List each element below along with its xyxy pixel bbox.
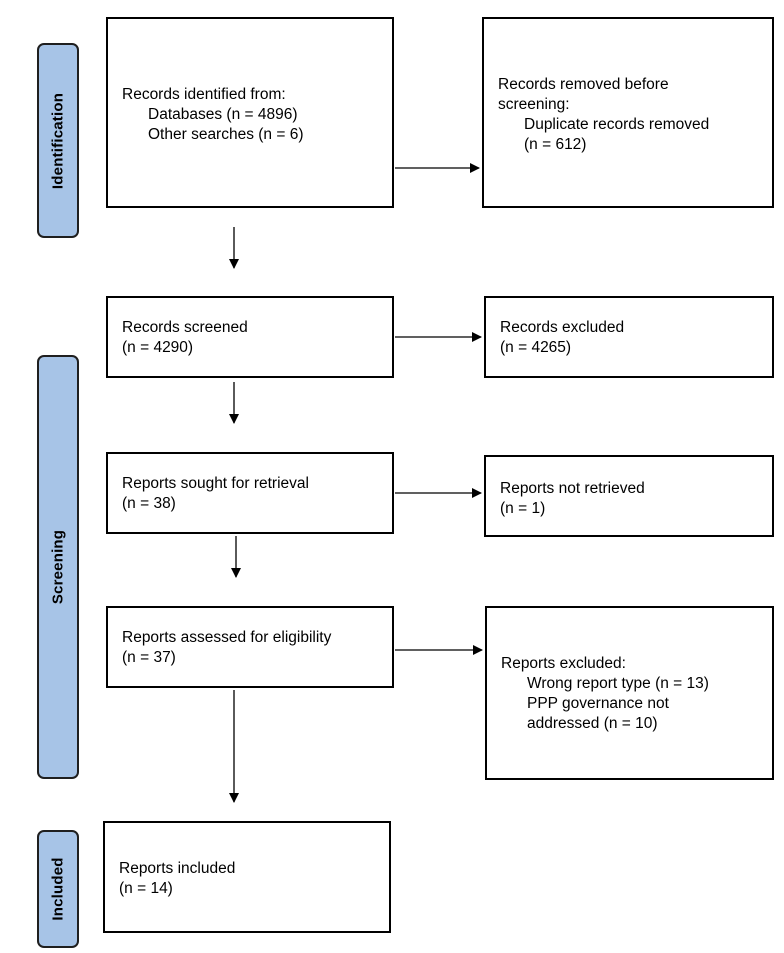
reports-excluded-title: Reports excluded: xyxy=(501,655,626,672)
records-screened-box: Records screened (n = 4290) xyxy=(106,296,394,378)
reports-sought-count: (n = 38) xyxy=(122,495,176,512)
reports-assessed-title: Reports assessed for eligibility xyxy=(122,629,332,646)
phase-included: Included xyxy=(37,830,79,948)
reports-not-retrieved-title: Reports not retrieved xyxy=(500,480,645,497)
reports-excluded-reason-2-line-1: PPP governance not xyxy=(527,695,669,712)
records-excluded-box: Records excluded (n = 4265) xyxy=(484,296,774,378)
phase-screening: Screening xyxy=(37,355,79,779)
records-identified-box: Records identified from: Databases (n = … xyxy=(106,17,394,208)
reports-included-title: Reports included xyxy=(119,860,236,877)
records-removed-title-1: Records removed before xyxy=(498,76,669,93)
records-identified-databases: Databases (n = 4896) xyxy=(148,106,298,123)
reports-excluded-box: Reports excluded: Wrong report type (n =… xyxy=(485,606,774,780)
records-screened-title: Records screened xyxy=(122,319,248,336)
reports-not-retrieved-count: (n = 1) xyxy=(500,500,546,517)
records-excluded-count: (n = 4265) xyxy=(500,339,572,356)
records-removed-detail-2: (n = 612) xyxy=(524,136,587,153)
records-screened-count: (n = 4290) xyxy=(122,339,194,356)
phase-identification: Identification xyxy=(37,43,79,238)
reports-excluded-reason-1: Wrong report type (n = 13) xyxy=(527,675,709,692)
reports-excluded-reason-2-line-2: addressed (n = 10) xyxy=(527,715,658,732)
records-identified-title: Records identified from: xyxy=(122,86,286,103)
records-removed-detail-1: Duplicate records removed xyxy=(524,116,710,133)
reports-sought-title: Reports sought for retrieval xyxy=(122,475,309,492)
reports-assessed-count: (n = 37) xyxy=(122,649,176,666)
reports-included-box: Reports included (n = 14) xyxy=(103,821,391,933)
reports-included-count: (n = 14) xyxy=(119,880,173,897)
records-excluded-title: Records excluded xyxy=(500,319,625,336)
records-removed-box: Records removed before screening: Duplic… xyxy=(482,17,774,208)
reports-not-retrieved-box: Reports not retrieved (n = 1) xyxy=(484,455,774,537)
records-removed-title-2: screening: xyxy=(498,96,570,113)
reports-sought-box: Reports sought for retrieval (n = 38) xyxy=(106,452,394,534)
reports-assessed-box: Reports assessed for eligibility (n = 37… xyxy=(106,606,394,688)
records-identified-other: Other searches (n = 6) xyxy=(148,126,304,143)
